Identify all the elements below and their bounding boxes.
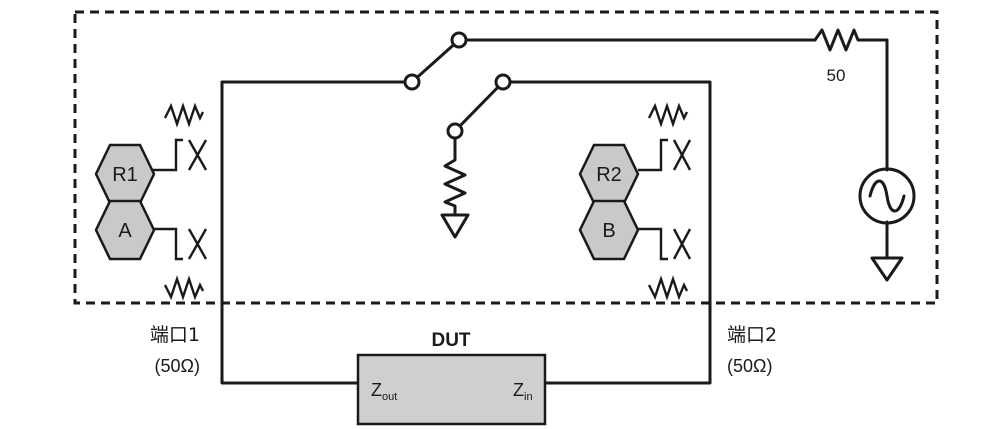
receiver-a-label: A [118,220,132,242]
receiver-r1: R1 [94,143,156,205]
switch-node-termination [446,122,464,140]
transfer-switch [403,31,468,91]
port1-impedance: (50Ω) [155,356,200,376]
source-path [457,28,889,260]
termination-load [440,136,470,239]
dut-block: DUT Zout Zin [356,330,547,426]
receiver-r2-label: R2 [596,164,622,186]
receiver-b-label: B [602,220,615,242]
generator-circle [858,167,916,225]
sine-wave-icon [868,179,906,213]
receiver-b: B [578,199,640,261]
test-port-wiring [220,80,712,385]
port2-impedance: (50Ω) [727,356,772,376]
switch-node-port1 [403,73,421,91]
dut-title: DUT [431,330,470,351]
source-resistor-label: 50 [827,66,846,85]
signal-generator [858,167,916,282]
port1-label: 端口1 [150,324,200,346]
receiver-r1-label: R1 [112,164,138,186]
coupler-r1 [152,102,208,172]
switch-node-port2 [494,73,512,91]
instrument-boundary [73,10,939,305]
coupler-r2 [638,102,692,172]
receiver-r2: R2 [578,143,640,205]
ground-symbol [870,256,904,282]
port2-label: 端口2 [727,324,777,346]
receiver-a: A [94,199,156,261]
dut-zout: Zout [371,380,397,403]
dut-zin: Zin [513,380,533,403]
dut-box [356,353,547,426]
coupler-b [638,227,692,301]
switch-node-top [450,31,468,49]
coupler-a [152,227,208,301]
termination-switch [446,73,512,140]
